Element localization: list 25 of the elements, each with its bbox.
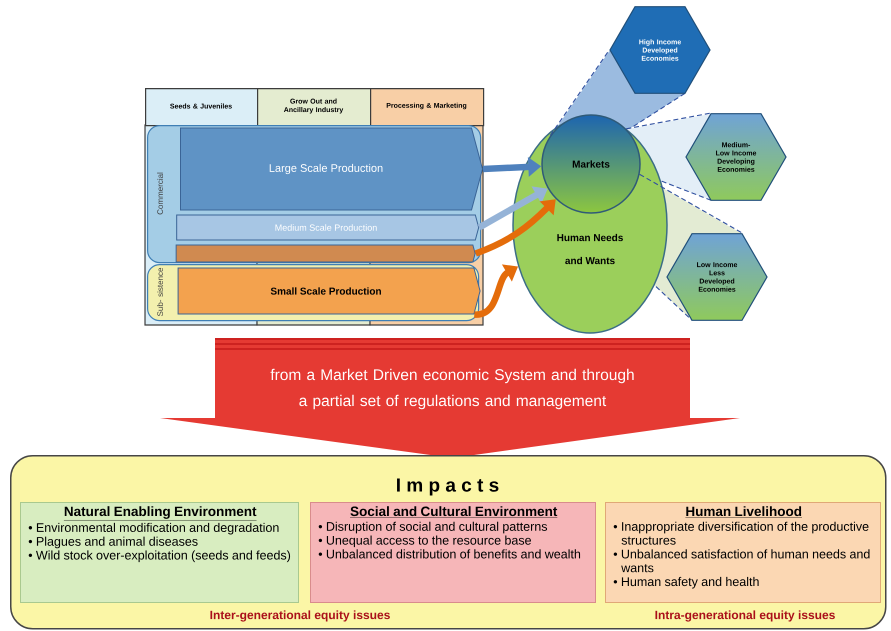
equity-note: Intra-generational equity issues [655, 610, 835, 622]
note-heading: Natural Enabling Environment [64, 506, 257, 520]
note-box [20, 502, 299, 603]
bullet-item: • Unbalanced satisfaction of human needs and wants [614, 549, 870, 572]
bullet-item: • Unequal access to the resource base [318, 536, 531, 548]
bullet-item: • Wild stock over-exploitation (seeds and feeds) [28, 550, 290, 562]
dashed-lines [639, 174, 743, 234]
note-heading: Social and Cultural Environment [350, 506, 558, 518]
note-box [605, 502, 881, 603]
bullet-item: • Environmental modification and degradation [28, 522, 279, 534]
panel-title: I m p a c t s [397, 478, 498, 496]
dashed-lines [550, 50, 610, 136]
bullet-item: • Human safety and health [614, 576, 759, 589]
production-band: Medium Scale Production [176, 214, 480, 240]
bullet-item: • Inappropriate diversification of the productive structures [614, 522, 868, 545]
dashed-lines [626, 112, 711, 130]
bullet-item: • Unbalanced distribution of benefits and wealth [318, 549, 580, 558]
equity-note: Inter-generational equity issues [210, 610, 390, 622]
bullet-item: • Plagues and animal diseases [28, 536, 198, 548]
note-heading: Human Livelihood [685, 506, 802, 518]
bullet-item: • Disruption of social and cultural patterns [318, 522, 548, 534]
production-band: Large Scale Production [180, 128, 484, 210]
production-band [176, 244, 476, 262]
note-box [310, 502, 596, 603]
production-band: Small Scale Production [178, 268, 481, 314]
